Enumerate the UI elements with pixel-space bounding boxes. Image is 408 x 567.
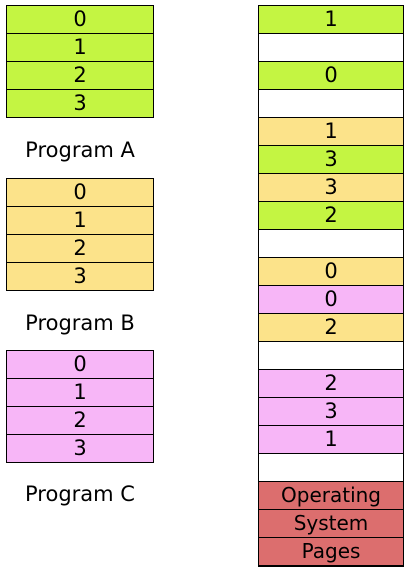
os-frame: Operating xyxy=(259,482,403,510)
memory-frame: 0 xyxy=(259,286,403,314)
program-a-page: 0 xyxy=(7,6,153,34)
memory-frame: 3 xyxy=(259,174,403,202)
program-b-label: Program B xyxy=(25,311,135,335)
memory-frame: 3 xyxy=(259,146,403,174)
program-b-page: 3 xyxy=(7,263,153,290)
memory-frame xyxy=(259,454,403,482)
program-a-pages: 0 1 2 3 xyxy=(6,5,154,118)
program-c-page: 3 xyxy=(7,435,153,462)
program-b-page: 1 xyxy=(7,207,153,235)
program-a-page: 1 xyxy=(7,34,153,62)
os-frame: System xyxy=(259,510,403,538)
program-c: 0 1 2 3 xyxy=(6,350,154,463)
program-b: 0 1 2 3 xyxy=(6,178,154,291)
program-b-page: 2 xyxy=(7,235,153,263)
program-a-page: 3 xyxy=(7,90,153,117)
memory-frame: 1 xyxy=(259,118,403,146)
program-b-page: 0 xyxy=(7,179,153,207)
memory-frame: 2 xyxy=(259,202,403,230)
program-c-page: 2 xyxy=(7,407,153,435)
memory-frame: 2 xyxy=(259,314,403,342)
program-c-page: 0 xyxy=(7,351,153,379)
memory-frame: 3 xyxy=(259,398,403,426)
memory-frame: 2 xyxy=(259,370,403,398)
memory-frame xyxy=(259,34,403,62)
os-frame: Pages xyxy=(259,538,403,566)
memory-frame xyxy=(259,90,403,118)
program-c-page: 1 xyxy=(7,379,153,407)
program-a: 0 1 2 3 xyxy=(6,5,154,118)
program-a-page: 2 xyxy=(7,62,153,90)
memory-frame: 1 xyxy=(259,426,403,454)
program-c-label: Program C xyxy=(25,482,135,506)
physical-memory: 1 0 1 3 3 2 0 0 2 2 3 1 Operating System… xyxy=(258,5,404,567)
memory-frame: 1 xyxy=(259,6,403,34)
memory-frame xyxy=(259,230,403,258)
memory-frame: 0 xyxy=(259,258,403,286)
program-b-pages: 0 1 2 3 xyxy=(6,178,154,291)
program-c-pages: 0 1 2 3 xyxy=(6,350,154,463)
program-a-label: Program A xyxy=(25,138,135,162)
memory-frame: 0 xyxy=(259,62,403,90)
memory-frame xyxy=(259,342,403,370)
